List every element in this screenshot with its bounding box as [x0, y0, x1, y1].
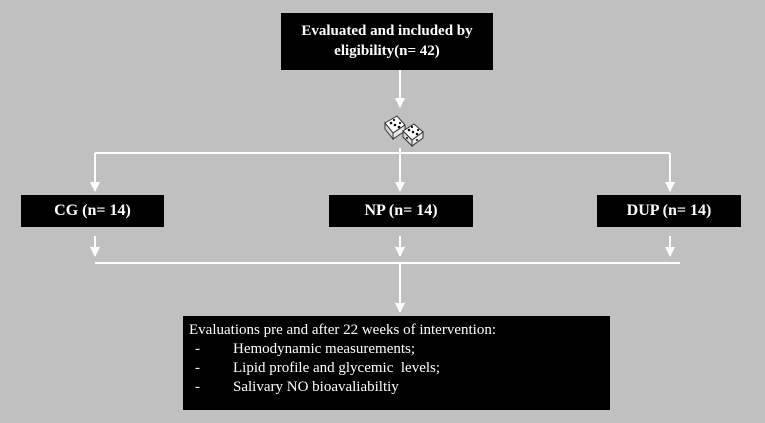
evaluation-bullet: - [195, 379, 200, 395]
group-box-dup: DUP (n= 14) [597, 195, 741, 227]
evaluation-item: - Hemodynamic measurements; [189, 340, 604, 359]
group-box-cg: CG (n= 14) [21, 195, 164, 227]
evaluation-box: Evaluations pre and after 22 weeks of in… [183, 316, 610, 410]
eligibility-box: Evaluated and included by eligibility(n=… [281, 13, 493, 70]
evaluation-item: - Salivary NO bioavaliabiltiy [189, 378, 604, 397]
eligibility-line-1: Evaluated and included by [301, 23, 473, 39]
evaluation-item-text: Lipid profile and glycemic levels; [233, 360, 441, 376]
evaluation-bullet: - [195, 341, 200, 357]
group-box-np: NP (n= 14) [329, 195, 473, 227]
dice-icon [384, 115, 424, 147]
eligibility-line-2: eligibility(n= 42) [334, 43, 440, 59]
evaluation-item: - Lipid profile and glycemic levels; [189, 359, 604, 378]
evaluation-item-text: Salivary NO bioavaliabiltiy [233, 379, 399, 395]
evaluation-bullet: - [195, 360, 200, 376]
evaluation-item-text: Hemodynamic measurements; [233, 341, 416, 357]
evaluation-title: Evaluations pre and after 22 weeks of in… [189, 322, 496, 338]
